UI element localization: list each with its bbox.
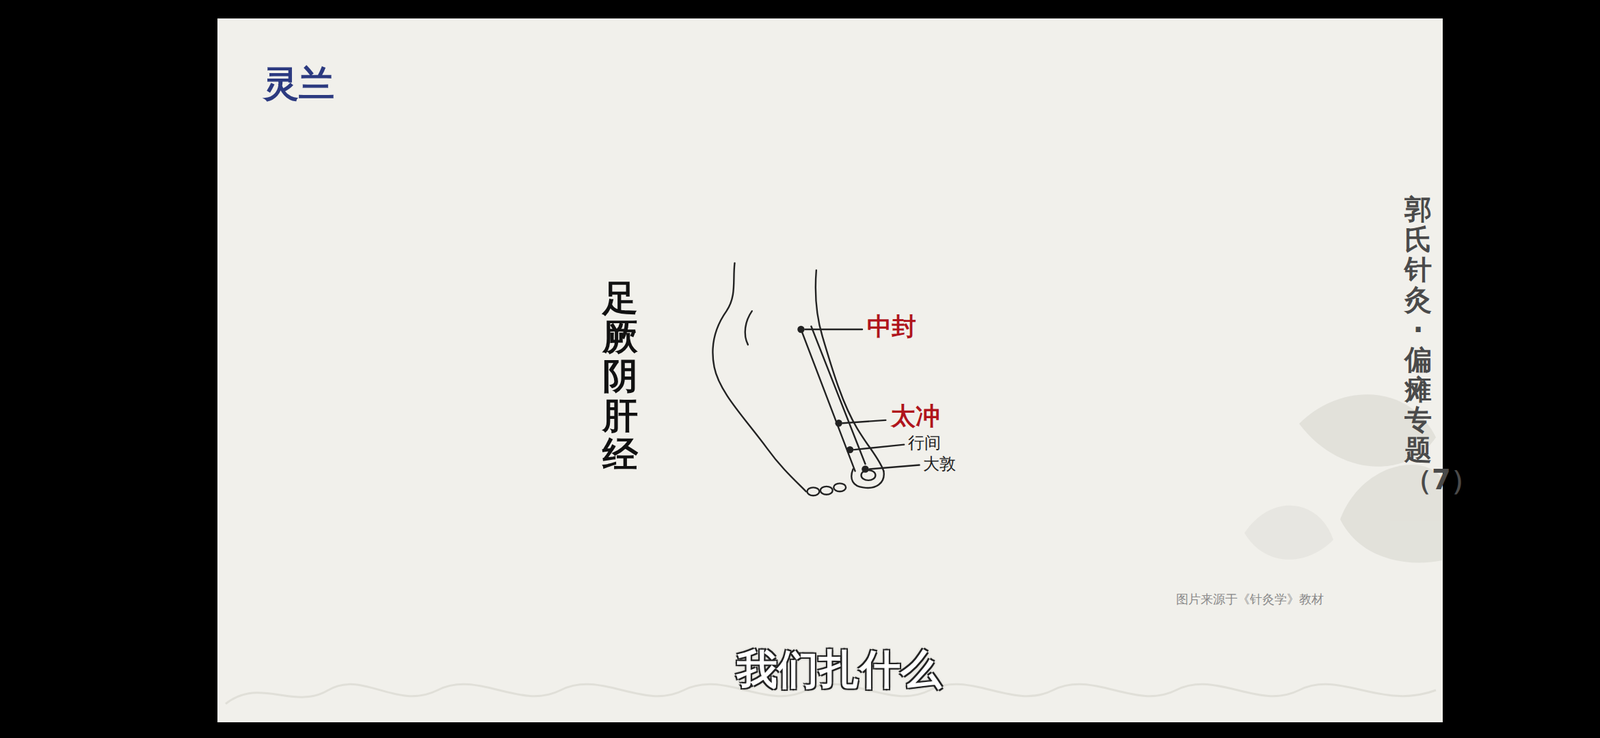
foot-drawing [712, 263, 919, 496]
point-label: 行间 [908, 432, 941, 455]
meridian-title: 足厥阴肝经 [602, 278, 638, 475]
point-label: 中封 [867, 310, 917, 344]
point-label: 大敦 [923, 453, 956, 476]
series-title: 郭氏针灸·偏瘫专题（7） [1404, 194, 1432, 496]
logo: 灵兰 [263, 60, 335, 109]
source-note: 图片来源于《针灸学》教材 [1176, 591, 1324, 608]
paper-panel [217, 18, 1443, 723]
point-label: 太冲 [890, 400, 941, 434]
subtitle: 我们扎什么 [736, 642, 942, 699]
